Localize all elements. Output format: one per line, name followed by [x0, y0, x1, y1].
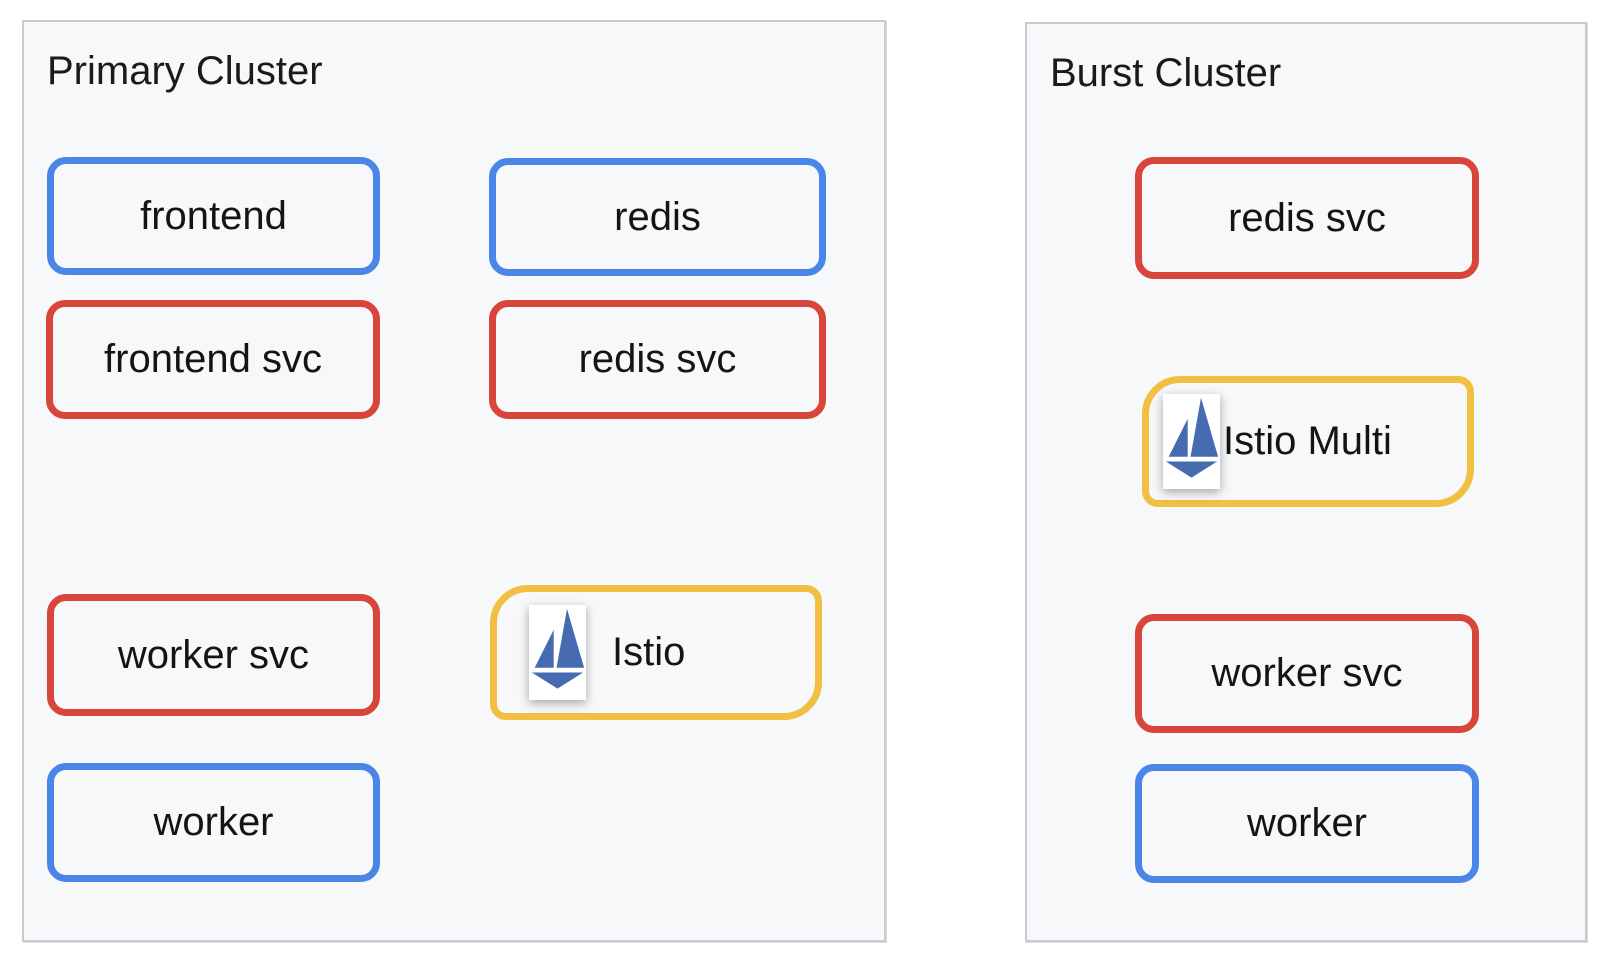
node-istio-multi: Istio Multi — [1142, 376, 1474, 507]
node-worker-svc: worker svc — [47, 594, 380, 716]
node-worker-svc-burst-label: worker svc — [1211, 651, 1403, 695]
node-redis-svc-label: redis svc — [578, 337, 737, 381]
node-worker-svc-label: worker svc — [117, 632, 310, 677]
node-worker: worker — [47, 763, 380, 882]
node-istio: Istio — [490, 585, 822, 720]
node-worker-label: worker — [153, 800, 274, 844]
node-worker-svc-burst: worker svc — [1135, 614, 1479, 733]
istio-sailboat-icon — [529, 605, 586, 700]
istio-sailboat-icon — [1163, 394, 1220, 489]
node-worker-burst-label: worker — [1246, 801, 1368, 845]
node-frontend-svc-label: frontend svc — [104, 337, 322, 381]
primary-cluster-container: Primary Cluster frontend redis frontend … — [22, 20, 886, 942]
node-worker-burst: worker — [1135, 764, 1479, 883]
burst-cluster-container: Burst Cluster redis svc Istio Multi work… — [1025, 22, 1587, 942]
node-redis: redis — [489, 158, 826, 276]
node-frontend-label: frontend — [140, 193, 287, 238]
primary-cluster-title: Primary Cluster — [47, 49, 323, 93]
node-istio-multi-label: Istio Multi — [1223, 419, 1392, 463]
node-frontend-svc: frontend svc — [46, 300, 380, 419]
node-frontend: frontend — [47, 157, 380, 275]
node-redis-svc-burst-label: redis svc — [1228, 195, 1386, 240]
node-istio-label: Istio — [612, 630, 686, 674]
burst-cluster-title: Burst Cluster — [1050, 51, 1282, 95]
node-redis-svc-burst: redis svc — [1135, 157, 1479, 279]
node-redis-label: redis — [614, 194, 701, 239]
node-redis-svc: redis svc — [489, 300, 826, 419]
